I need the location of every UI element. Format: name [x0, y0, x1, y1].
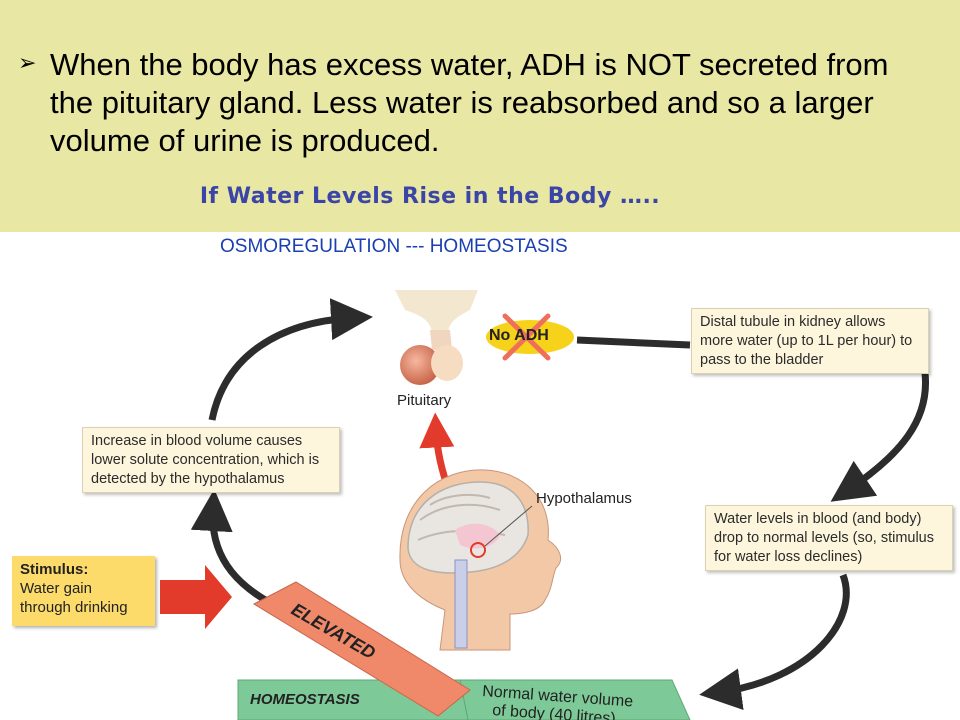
diagram-title: OSMOREGULATION --- HOMEOSTASIS [220, 236, 568, 257]
cycle-arrow-top-right [576, 336, 691, 349]
head-brain-icon [399, 469, 562, 651]
arrow-bullet-icon: ➢ [18, 51, 37, 76]
no-adh-badge [486, 313, 574, 361]
osmoregulation-diagram: HOMEOSTASIS Normal water volume of body … [160, 290, 930, 720]
stimulus-box: Stimulus: Water gain through drinking [12, 556, 155, 626]
pituitary-gland-icon [395, 290, 478, 385]
cycle-arrow-right-down [830, 372, 930, 502]
cycle-arrow-up-left [208, 298, 373, 421]
cycle-arrow-bottom [699, 573, 850, 711]
water-levels-drop-box: Water levels in blood (and body) drop to… [705, 505, 953, 571]
slide-subtitle: If Water Levels Rise in the Body ….. [199, 184, 661, 209]
no-adh-label: No ADH [489, 327, 549, 344]
elevated-bar [252, 581, 471, 717]
blood-volume-increase-box: Increase in blood volume causes lower so… [82, 427, 340, 493]
stimulus-text: Water gain through drinking [20, 580, 128, 616]
pituitary-label: Pituitary [397, 392, 452, 409]
hypothalamus-label: Hypothalamus [536, 490, 632, 507]
stimulus-arrow-icon [160, 565, 232, 629]
distal-tubule-box: Distal tubule in kidney allows more wate… [691, 308, 929, 374]
stimulus-label: Stimulus: [20, 561, 89, 578]
bullet-text: When the body has excess water, ADH is N… [50, 47, 889, 158]
slide-header: ➢ When the body has excess water, ADH is… [0, 0, 960, 232]
homeostasis-label: HOMEOSTASIS [250, 691, 360, 708]
